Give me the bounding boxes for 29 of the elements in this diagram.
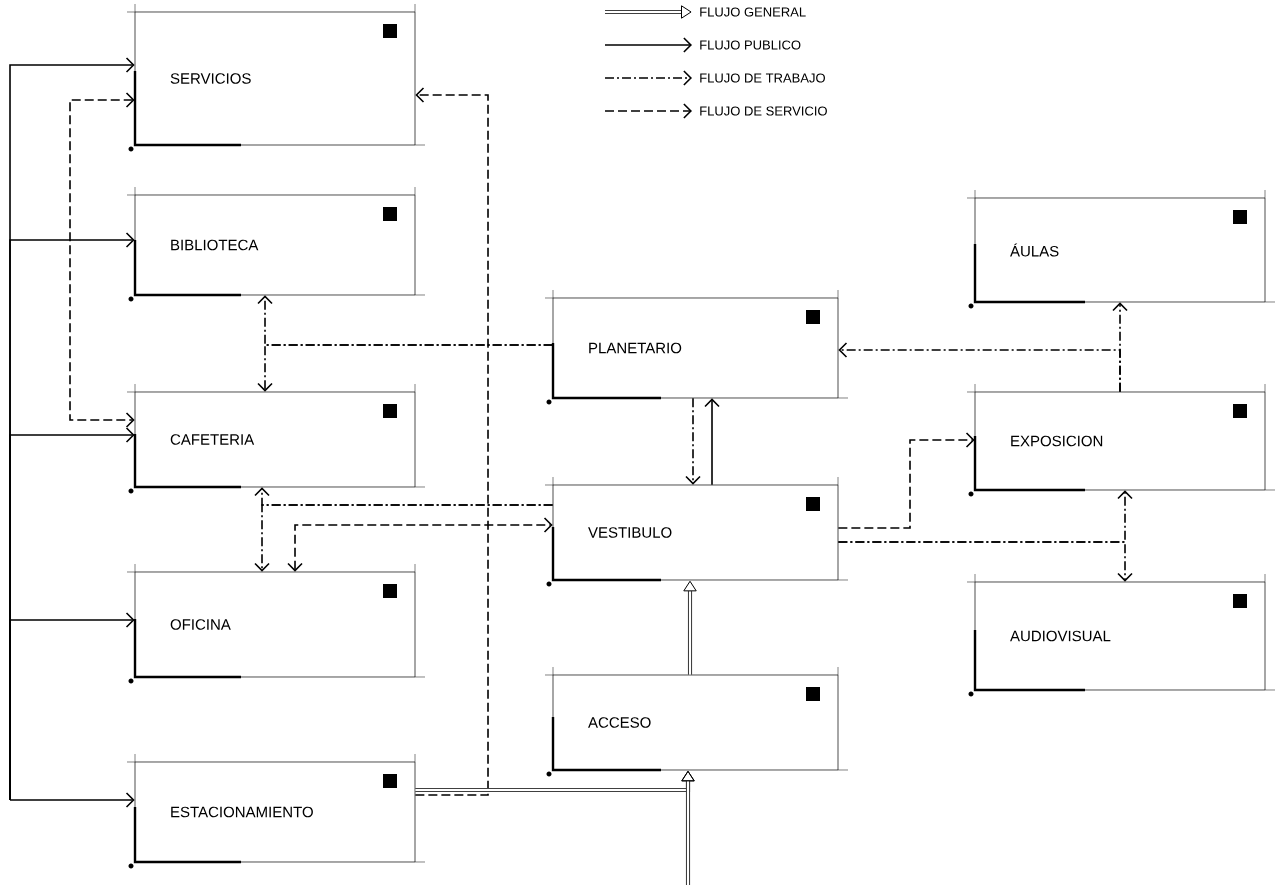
flow-arrow [9,792,135,808]
room-box: PLANETARIO [544,289,849,405]
flow-arrow [685,397,701,485]
legend-text: FLUJO DE TRABAJO [700,73,825,83]
flow-arrow [414,87,489,796]
room-box: AUDIOVISUAL [966,573,1276,697]
legend-text: FLUJO DE SERVICIO [700,106,827,116]
flow-arrow [287,517,553,572]
room-box: EXPOSICION [966,383,1276,497]
legend-text: FLUJO GENERAL [700,7,806,17]
room-box: VESTIBULO [544,476,849,587]
room-box: ESTACIONAMIENTO [126,753,426,869]
flow-arrow [257,344,554,392]
flow-arrow [254,504,554,572]
flow-arrow [837,432,975,529]
flow-arrow [683,580,697,675]
flow-arrow [837,541,1133,582]
room-box: ÁULAS [966,189,1276,309]
room-box: ACCESO [544,666,849,777]
room-box: OFICINA [126,563,426,684]
room-box: SERVICIOS [126,3,426,152]
flow-arrow [838,342,1121,393]
room-box: BIBLIOTECA [126,186,426,302]
flow-arrow [681,770,695,885]
flow-arrow [69,92,135,428]
room-box: CAFETERIA [126,383,426,494]
legend-text: FLUJO PUBLICO [700,40,801,50]
flow-arrow [9,612,135,801]
flow-arrow [704,398,720,486]
